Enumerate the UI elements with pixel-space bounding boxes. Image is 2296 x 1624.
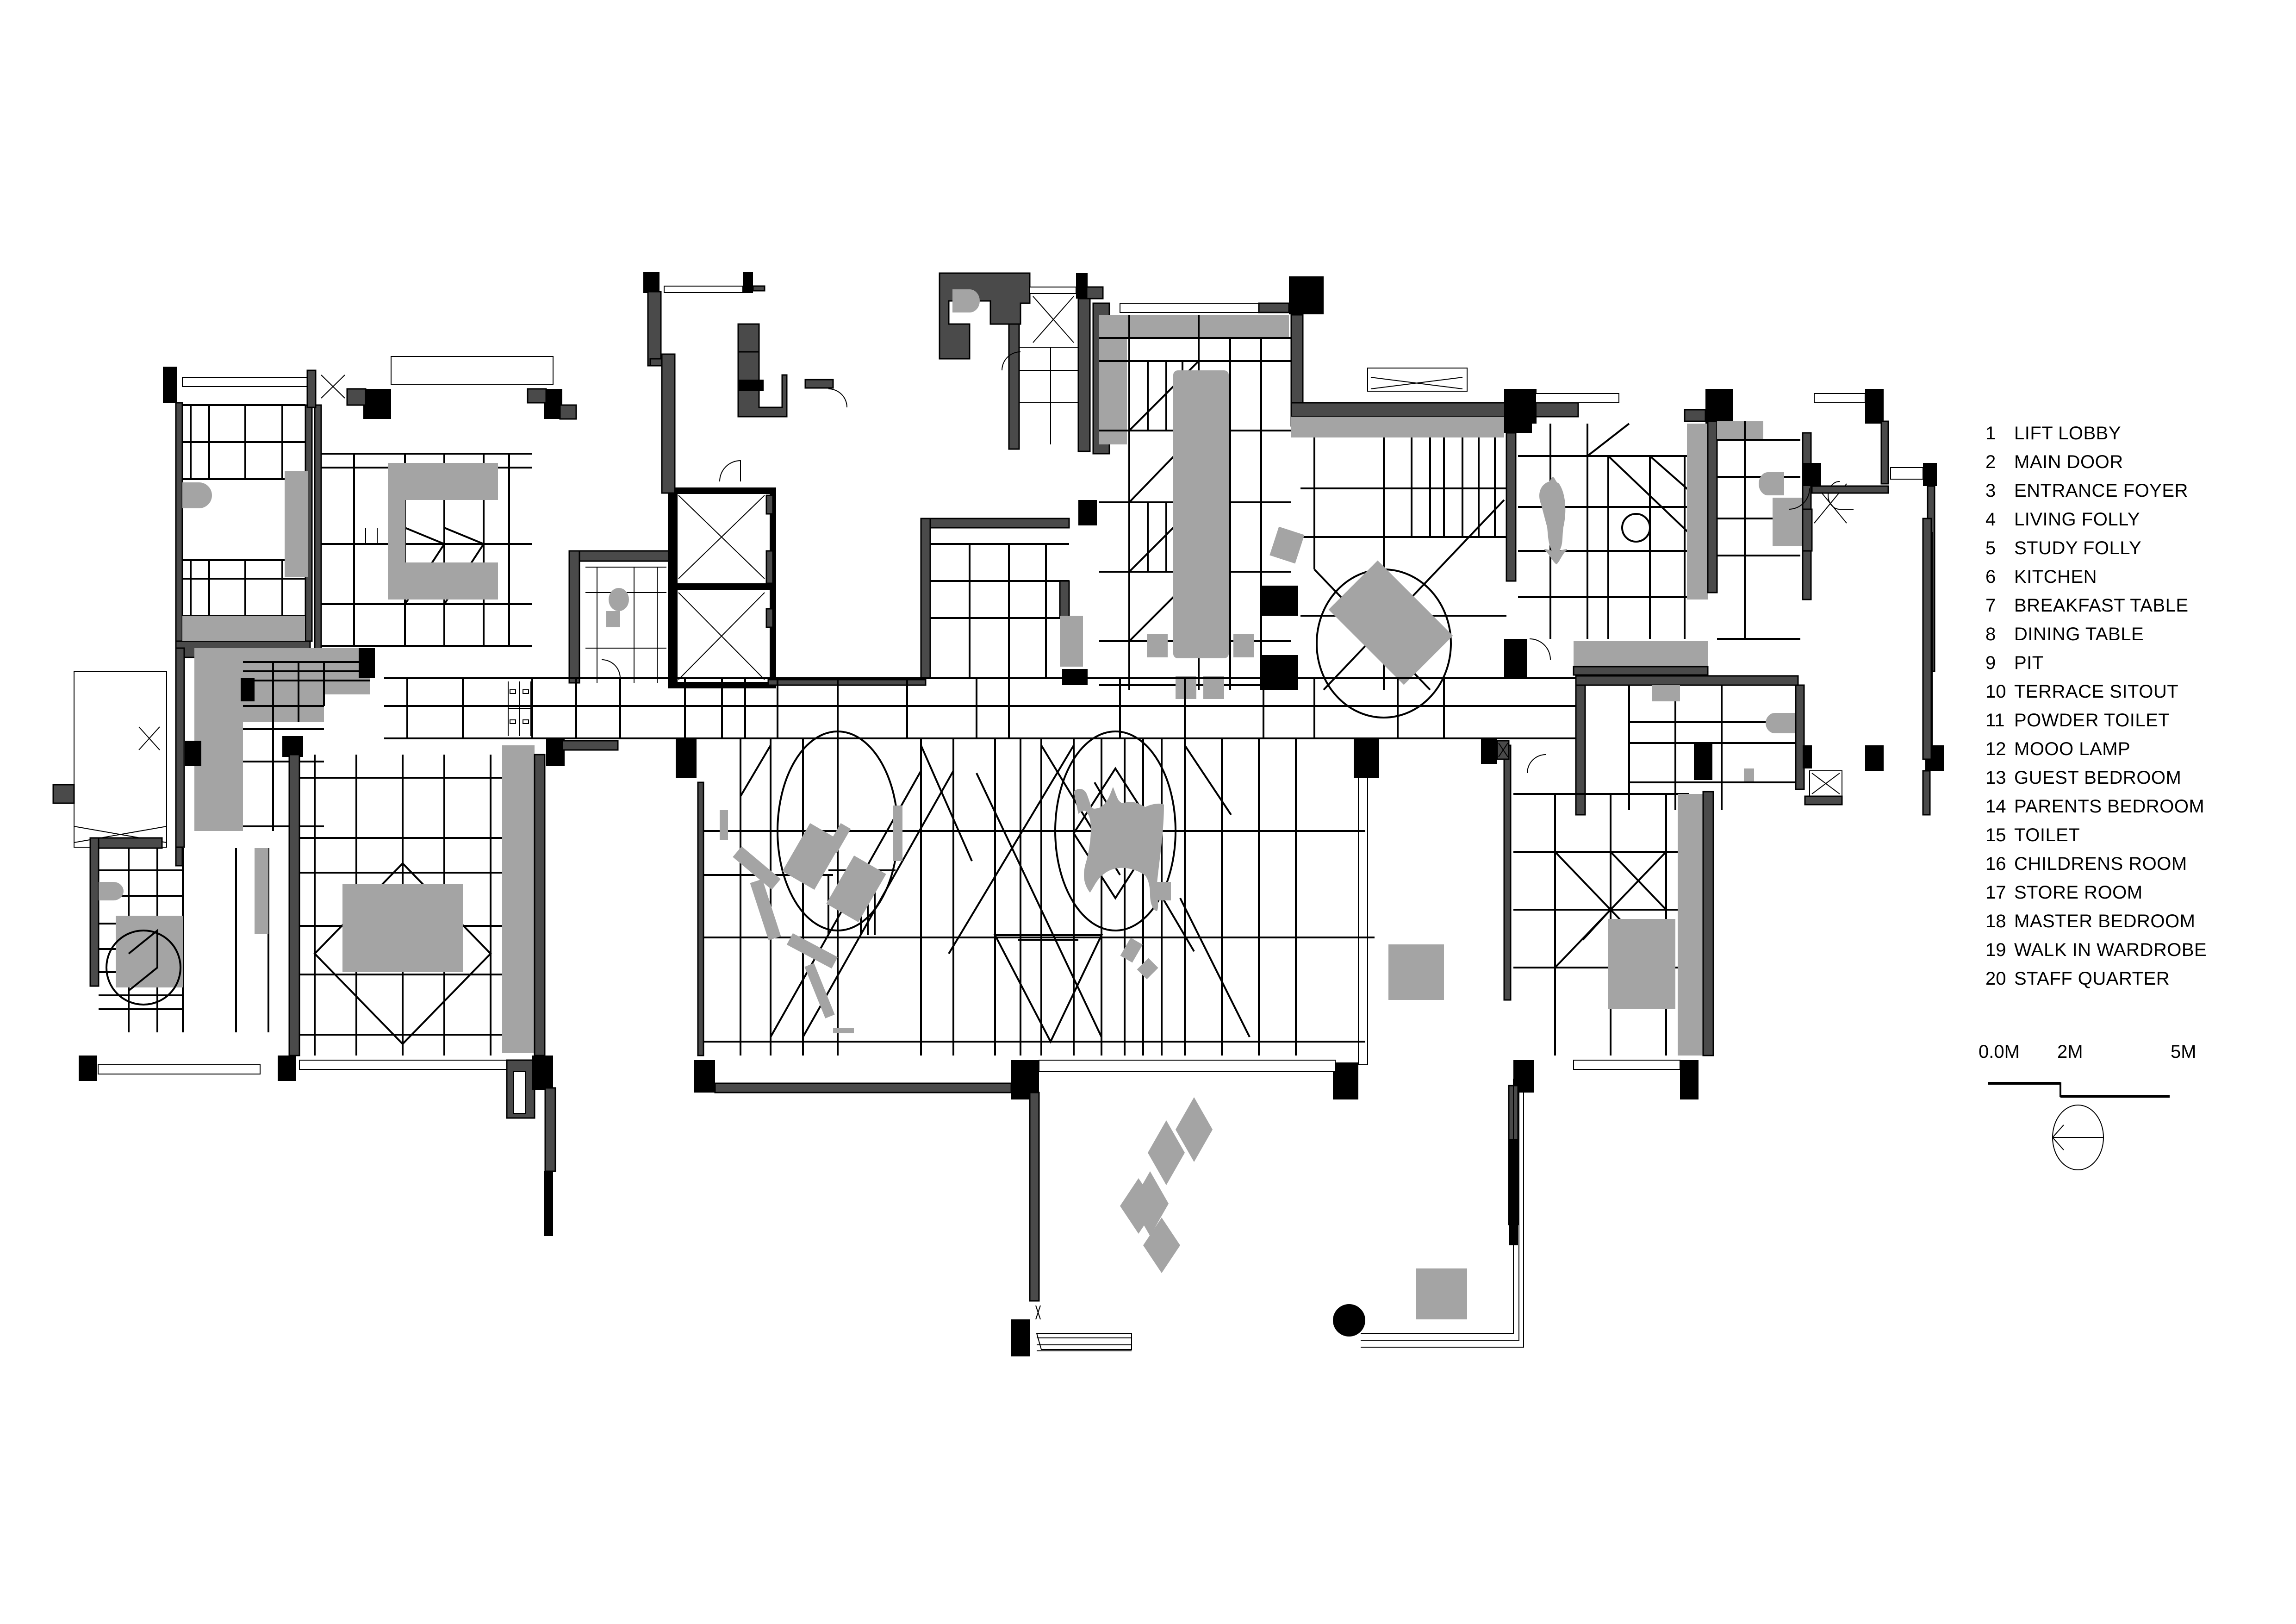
legend-item: 2 MAIN DOOR bbox=[1985, 448, 2207, 476]
legend-item: 6 KITCHEN bbox=[1985, 562, 2207, 591]
legend-label: PARENTS BEDROOM bbox=[2014, 796, 2205, 817]
legend-number: 4 bbox=[1985, 509, 1996, 530]
legend-label: STORE ROOM bbox=[2014, 882, 2143, 903]
legend-number: 13 bbox=[1985, 767, 2006, 788]
legend-item: 17 STORE ROOM bbox=[1985, 878, 2207, 907]
legend-item: 20 STAFF QUARTER bbox=[1985, 964, 2207, 993]
legend-item: 18 MASTER BEDROOM bbox=[1985, 907, 2207, 936]
guest-bedroom bbox=[288, 745, 556, 1236]
legend-item: 11 POWDER TOILET bbox=[1985, 706, 2207, 735]
legend-number: 2 bbox=[1985, 451, 1996, 472]
legend-item: 8 DINING TABLE bbox=[1985, 620, 2207, 649]
legend-number: 19 bbox=[1985, 939, 2006, 960]
legend-label: BREAKFAST TABLE bbox=[2014, 595, 2189, 616]
legend-item: 5 STUDY FOLLY bbox=[1985, 534, 2207, 562]
legend-number: 17 bbox=[1985, 882, 2006, 903]
legend-item: 1 LIFT LOBBY bbox=[1985, 419, 2207, 448]
legend-label: LIFT LOBBY bbox=[2014, 423, 2122, 443]
legend-number: 12 bbox=[1985, 738, 2006, 759]
parents-bedroom bbox=[1707, 389, 1937, 672]
legend-item: 9 PIT bbox=[1985, 649, 2207, 677]
legend-label: POWDER TOILET bbox=[2014, 710, 2170, 731]
room-legend: 1 LIFT LOBBY 2 MAIN DOOR 3 ENTRANCE FOYER 4… bbox=[1985, 419, 2207, 993]
legend-label: TERRACE SITOUT bbox=[2014, 681, 2179, 702]
legend-number: 1 bbox=[1985, 423, 1996, 443]
legend-number: 10 bbox=[1985, 681, 2006, 702]
legend-number: 15 bbox=[1985, 824, 2006, 845]
scale-bar-graphic bbox=[1988, 1082, 2170, 1098]
guest-bedroom-wing bbox=[175, 402, 532, 867]
corridor bbox=[384, 677, 1576, 768]
kitchen-hob-icons bbox=[508, 681, 531, 736]
legend-item: 13 GUEST BEDROOM bbox=[1985, 763, 2207, 792]
legend-label: WALK IN WARDROBE bbox=[2014, 939, 2207, 960]
scale-bar: 0.0M 2M 5M bbox=[1976, 1042, 2254, 1102]
staff-quarter bbox=[939, 272, 1104, 452]
legend-number: 5 bbox=[1985, 537, 1996, 558]
dining-zone bbox=[1092, 276, 1324, 699]
north-arrow-icon bbox=[2052, 1105, 2104, 1170]
legend-label: STAFF QUARTER bbox=[2014, 968, 2170, 989]
legend-number: 6 bbox=[1985, 566, 1996, 587]
mooo-lamp-cow bbox=[1074, 787, 1164, 911]
walk-in-wardrobe bbox=[52, 647, 375, 848]
legend-item: 3 ENTRANCE FOYER bbox=[1985, 476, 2207, 505]
legend-label: KITCHEN bbox=[2014, 566, 2097, 587]
toilet-left bbox=[79, 837, 296, 1081]
scale-tick-0: 0.0M bbox=[1979, 1042, 2020, 1062]
legend-item: 10 TERRACE SITOUT bbox=[1985, 677, 2207, 706]
legend-number: 7 bbox=[1985, 595, 1996, 616]
legend-number: 11 bbox=[1985, 710, 2005, 731]
legend-number: 14 bbox=[1985, 796, 2006, 817]
legend-number: 20 bbox=[1985, 968, 2006, 989]
kitchen bbox=[920, 500, 1097, 685]
toilet-right bbox=[1527, 532, 1944, 816]
legend-label: GUEST BEDROOM bbox=[2014, 767, 2182, 788]
scale-tick-2m: 2M bbox=[2057, 1042, 2083, 1062]
powder-toilet bbox=[568, 550, 677, 684]
entrance-foyer bbox=[643, 272, 847, 494]
kitchen-right bbox=[1504, 389, 1729, 678]
legend-label: MAIN DOOR bbox=[2014, 451, 2123, 472]
legend-label: ENTRANCE FOYER bbox=[2014, 480, 2188, 501]
lift-lobby bbox=[668, 487, 927, 688]
legend-number: 3 bbox=[1985, 480, 1996, 501]
legend-item: 19 WALK IN WARDROBE bbox=[1985, 936, 2207, 964]
legend-item: 12 MOOO LAMP bbox=[1985, 735, 2207, 763]
legend-item: 16 CHILDRENS ROOM bbox=[1985, 849, 2207, 878]
legend-number: 16 bbox=[1985, 853, 2006, 874]
legend-label: PIT bbox=[2014, 652, 2044, 673]
legend-item: 15 TOILET bbox=[1985, 821, 2207, 849]
legend-number: 18 bbox=[1985, 911, 2006, 931]
living-study-folly bbox=[676, 731, 1379, 1099]
legend-item: 7 BREAKFAST TABLE bbox=[1985, 591, 2207, 620]
legend-label: MOOO LAMP bbox=[2014, 738, 2131, 759]
legend-number: 8 bbox=[1985, 624, 1996, 644]
legend-number: 9 bbox=[1985, 652, 1996, 673]
legend-item: 4 LIVING FOLLY bbox=[1985, 505, 2207, 534]
legend-label: TOILET bbox=[2014, 824, 2080, 845]
master-bedroom bbox=[1388, 738, 1714, 1225]
legend-item: 14 PARENTS BEDROOM bbox=[1985, 792, 2207, 821]
legend-label: STUDY FOLLY bbox=[2014, 537, 2142, 558]
scale-tick-5m: 5M bbox=[2171, 1042, 2196, 1062]
terrace-sitout bbox=[1011, 1079, 1524, 1356]
legend-label: MASTER BEDROOM bbox=[2014, 911, 2196, 931]
legend-label: CHILDRENS ROOM bbox=[2014, 853, 2187, 874]
legend-label: DINING TABLE bbox=[2014, 624, 2144, 644]
legend-label: LIVING FOLLY bbox=[2014, 509, 2140, 530]
